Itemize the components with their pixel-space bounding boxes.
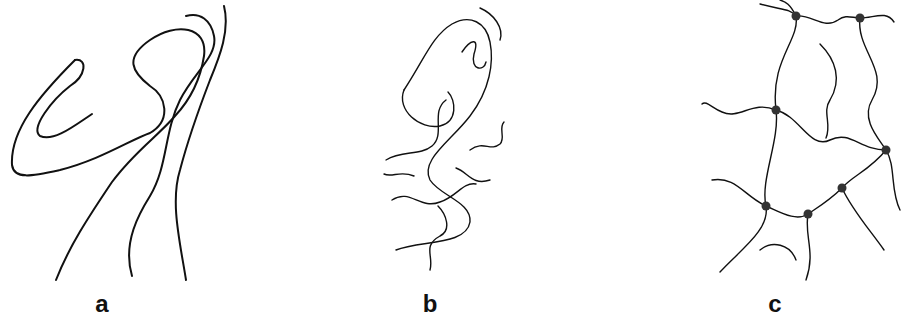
polymer-chain [820, 44, 836, 138]
crosslink-dot [804, 210, 813, 219]
crosslink-dot [772, 106, 781, 115]
panel-label: b [423, 292, 438, 316]
polymer-chain [37, 60, 92, 137]
polymer-chain [702, 103, 776, 114]
polymer-chain [129, 15, 214, 276]
crosslink-dot [882, 146, 891, 155]
polymer-chain [776, 110, 886, 150]
polymer-chain [384, 174, 414, 176]
polymer-chain [766, 150, 886, 217]
polymer-chain [470, 122, 504, 150]
polymer-chain [842, 188, 884, 250]
polymer-chain [806, 214, 810, 280]
polymer-chain [480, 8, 501, 40]
crosslink-dot [856, 14, 865, 23]
crosslink-dot [838, 184, 847, 193]
polymer-chain [430, 206, 447, 270]
crosslink-points [762, 12, 891, 219]
polymer-illustration [0, 0, 904, 290]
polymer-chain [402, 90, 453, 127]
polymer-chain [760, 245, 796, 260]
polymer-chain [720, 4, 796, 272]
polymer-chain [462, 42, 486, 68]
crosslink-dot [792, 12, 801, 21]
panel-label: a [95, 292, 108, 316]
polymer-chain [396, 20, 491, 250]
crosslink-dot [762, 202, 771, 211]
polymer-chain [860, 18, 900, 210]
branched-chains [384, 8, 504, 270]
polymer-chain [456, 168, 490, 181]
panel-label: c [768, 292, 781, 316]
linear-chains [12, 6, 226, 280]
polymer-chain [796, 15, 894, 23]
crosslinked-network [702, 0, 900, 280]
polymer-chain [176, 6, 226, 280]
polymer-chain [12, 29, 204, 280]
polymer-chain [712, 179, 766, 206]
polymer-chain [392, 184, 476, 204]
polymer-chain [386, 100, 446, 160]
